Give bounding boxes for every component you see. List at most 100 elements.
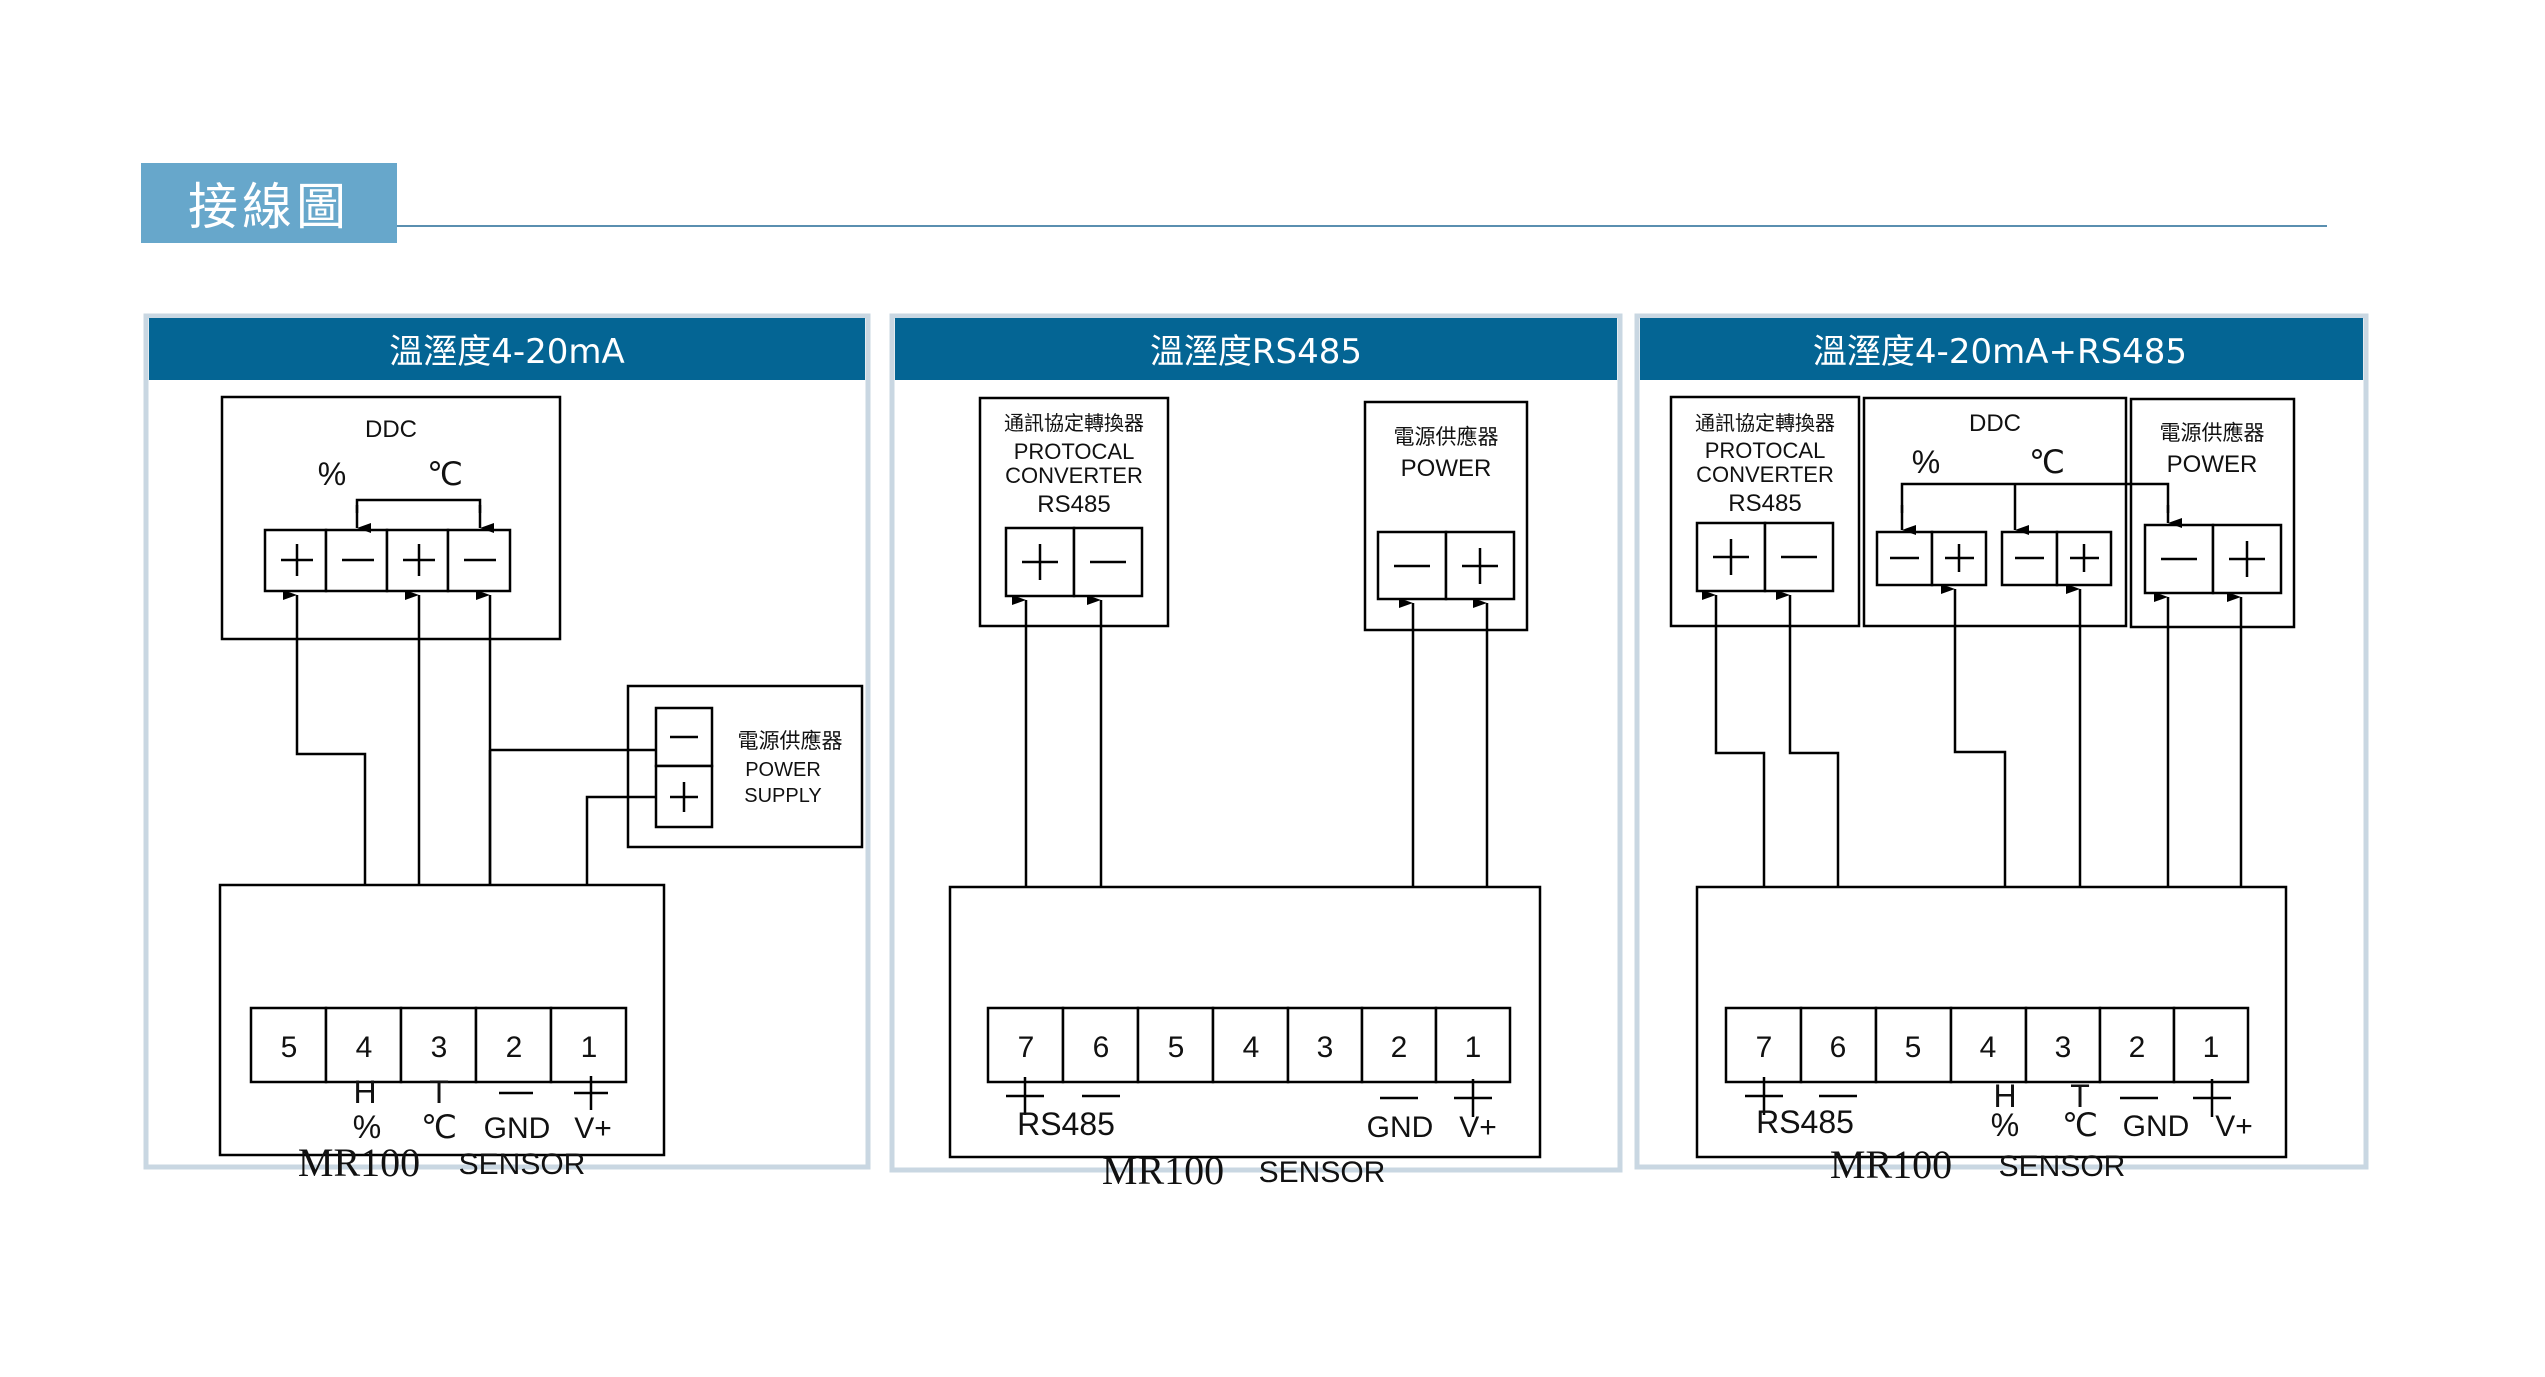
power-label-cn: 電源供應器 xyxy=(1394,425,1499,449)
sensor-model: MR100 xyxy=(298,1140,420,1185)
terminal-number: 4 xyxy=(356,1031,373,1064)
rs485-label: RS485 xyxy=(1017,1106,1115,1142)
terminal-number: 5 xyxy=(1168,1031,1185,1064)
signal-bottom-label: V+ xyxy=(574,1112,612,1145)
terminal-number: 5 xyxy=(1905,1031,1922,1064)
converter-label-en-2: CONVERTER xyxy=(1005,463,1143,488)
plus-icon xyxy=(1454,1079,1492,1117)
converter-label-cn: 通訊協定轉換器 xyxy=(1695,411,1835,435)
sensor-box: 5 4 3 2 1 H T % ℃ GND V+ MR100 xyxy=(218,883,666,1157)
converter-label-en-3: RS485 xyxy=(1728,490,1801,517)
wire-humidity-to-ddc xyxy=(283,590,367,1007)
ddc-terminal-strip xyxy=(263,528,512,593)
sensor-terminal-strip: 7 6 5 4 3 2 1 xyxy=(1724,1006,2250,1084)
wire-humidity-to-ddc xyxy=(1941,584,2007,1007)
rs485-label: RS485 xyxy=(1756,1104,1854,1140)
terminal-number: 3 xyxy=(1317,1031,1334,1064)
converter-label-en-1: PROTOCAL xyxy=(1014,439,1135,464)
plus-icon xyxy=(1745,1077,1783,1115)
sensor-model: MR100 xyxy=(1102,1148,1224,1193)
sensor-terminal xyxy=(986,1006,1065,1084)
signal-bottom-label: GND xyxy=(1367,1111,1434,1144)
ddc-label: DDC xyxy=(365,416,417,443)
panel-title: 溫溼度RS485 xyxy=(1150,332,1362,372)
sensor-terminal xyxy=(2098,1006,2176,1084)
sensor-terminal xyxy=(1434,1006,1512,1084)
panel-rs485: 溫溼度RS485 通訊協定轉換器 PROTOCAL CONVERTER RS48… xyxy=(889,313,1623,1173)
power-box: 電源供應器 POWER xyxy=(1363,400,1529,632)
sensor-terminal xyxy=(2172,1006,2250,1084)
plus-icon xyxy=(1713,539,1749,575)
sensor-terminal xyxy=(1724,1006,1803,1084)
terminal-number: 4 xyxy=(1980,1031,1997,1064)
terminal-number: 2 xyxy=(1391,1031,1408,1064)
power-terminal-plus xyxy=(2211,523,2283,595)
signal-top-label: T xyxy=(429,1074,449,1110)
terminal-number: 7 xyxy=(1018,1031,1035,1064)
plus-icon xyxy=(403,544,435,576)
converter-label-en-2: CONVERTER xyxy=(1696,462,1834,487)
terminal-number: 3 xyxy=(431,1031,448,1064)
temp-unit: ℃ xyxy=(427,456,463,492)
signal-bottom-label: V+ xyxy=(2215,1110,2253,1143)
panel-4-20ma-rs485: 溫溼度4-20mA+RS485 通訊協定轉換器 PROTOCAL CONVERT… xyxy=(1634,313,2369,1170)
terminal-number: 1 xyxy=(1465,1031,1482,1064)
panel-4-20ma: 溫溼度4-20mA DDC % ℃ xyxy=(143,313,871,1170)
power-label-en: POWER xyxy=(2167,451,2258,478)
signal-bottom-label: % xyxy=(353,1109,381,1145)
wire-rs485-plus xyxy=(1702,590,1766,1007)
converter-label-cn: 通訊協定轉換器 xyxy=(1004,411,1144,435)
signal-bottom-label: GND xyxy=(484,1112,551,1145)
sensor-terminal-strip: 7 6 5 4 3 2 1 xyxy=(986,1006,1512,1084)
sensor-terminal xyxy=(549,1006,628,1084)
sensor-terminal xyxy=(1061,1006,1140,1084)
panel-title: 溫溼度4-20mA xyxy=(389,332,625,372)
plus-icon xyxy=(574,1076,608,1110)
power-label-cn: 電源供應器 xyxy=(2160,421,2265,445)
plus-icon xyxy=(1006,1077,1044,1115)
sensor-terminal xyxy=(2024,1006,2102,1084)
sensor-terminal-strip: 5 4 3 2 1 xyxy=(249,1006,628,1084)
signal-top-label: H xyxy=(1993,1078,2016,1114)
panel-title: 溫溼度4-20mA+RS485 xyxy=(1813,332,2187,372)
sensor-terminal xyxy=(1799,1006,1878,1084)
terminal-number: 2 xyxy=(2129,1031,2146,1064)
page-title: 接線圖 xyxy=(141,163,397,243)
panel-header xyxy=(149,318,865,380)
signal-top-label: T xyxy=(2070,1078,2090,1114)
panel-header xyxy=(1640,318,2363,380)
signal-bottom-label: % xyxy=(1991,1107,2019,1143)
plus-icon xyxy=(1462,548,1498,584)
sensor-terminal xyxy=(1286,1006,1364,1084)
panel-header xyxy=(895,318,1617,380)
sensor-terminal xyxy=(1136,1006,1215,1084)
sensor-box: 7 6 5 4 3 2 1 H T RS485 % ℃ GND V+ xyxy=(1695,885,2288,1159)
terminal-number: 7 xyxy=(1756,1031,1773,1064)
humidity-unit: % xyxy=(318,456,346,492)
power-box: 電源供應器 POWER xyxy=(2129,397,2296,629)
power-label-en: POWER xyxy=(1401,455,1492,482)
plus-icon xyxy=(2070,544,2099,572)
sensor-label: SENSOR xyxy=(459,1148,586,1181)
protocol-converter-box: 通訊協定轉換器 PROTOCAL CONVERTER RS485 xyxy=(1669,395,1861,628)
terminal-number: 4 xyxy=(1243,1031,1260,1064)
psu-label-en-2: SUPPLY xyxy=(744,785,821,807)
ddc-label: DDC xyxy=(1969,410,2021,437)
terminal-number: 3 xyxy=(2055,1031,2072,1064)
sensor-box: 7 6 5 4 3 2 1 RS485 GND V+ xyxy=(948,885,1542,1159)
common-minus-bus xyxy=(1900,482,2170,513)
signal-bottom-label: ℃ xyxy=(2062,1107,2098,1143)
sensor-terminal xyxy=(324,1006,403,1084)
psu-label-cn: 電源供應器 xyxy=(738,729,843,753)
ddc-box: DDC % ℃ xyxy=(220,395,562,641)
sensor-model: MR100 xyxy=(1830,1142,1952,1187)
title-divider xyxy=(397,225,2327,227)
signal-top-label: H xyxy=(353,1074,376,1110)
ddc-box: DDC % ℃ xyxy=(1862,396,2128,628)
plus-icon xyxy=(670,782,698,812)
plus-icon xyxy=(281,544,313,576)
signal-bottom-label: ℃ xyxy=(421,1109,457,1145)
terminal-number: 1 xyxy=(581,1031,598,1064)
temp-unit: ℃ xyxy=(2029,444,2065,480)
